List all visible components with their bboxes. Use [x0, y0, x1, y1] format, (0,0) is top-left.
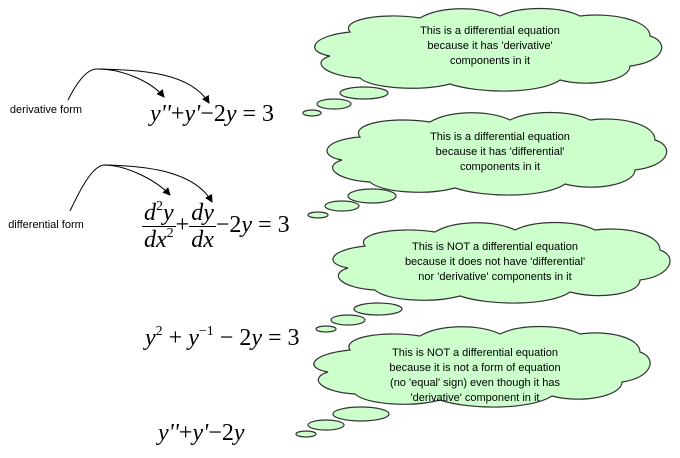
- cloud-4-line-2: because it is not a form of equation: [389, 362, 561, 374]
- eq2-num-d: d: [144, 200, 156, 226]
- thought-bubbles-2: [307, 188, 397, 219]
- eq4-term-y: y: [233, 420, 245, 446]
- cloud-4-line-3: (no 'equal' sign) even though it has: [390, 377, 560, 389]
- cloud-3-line-3: nor 'derivative' components in it: [418, 271, 572, 283]
- cloud-1-line-2: because it has 'derivative': [427, 40, 553, 52]
- eq4-coef: 2: [221, 420, 234, 446]
- eq2-plus: +: [175, 212, 190, 239]
- thought-bubbles-1: [302, 86, 389, 117]
- cloud-2-line-3: components in it: [459, 161, 541, 173]
- cloud-2-text: This is a differential equation because …: [390, 130, 610, 175]
- eq3-equals: =: [261, 325, 288, 351]
- cloud-3-line-2: because it does not have 'differential': [404, 256, 586, 268]
- eq2-num-y: y: [163, 200, 174, 226]
- eq2-frac2-den: dx: [191, 227, 214, 253]
- eq2-den-dx: dx: [144, 227, 167, 253]
- eq4-minus: −: [208, 420, 222, 446]
- eq2-rhs: 3: [277, 212, 290, 239]
- eq3-term-y: y: [145, 325, 156, 351]
- differential-form-label: differential form: [6, 218, 86, 232]
- expression-no-equal-sign: y''+y'−2y: [158, 420, 244, 447]
- eq1-coef: 2: [213, 101, 226, 127]
- differential-form-text: differential form: [8, 219, 84, 231]
- thought-cloud-3: [332, 221, 671, 304]
- eq3-sup-2: 2: [155, 324, 163, 339]
- equation-non-differential: y2 + y−1 − 2y = 3: [145, 325, 300, 352]
- eq1-rhs: 3: [262, 101, 275, 127]
- eq4-term-yp: y': [192, 420, 209, 446]
- eq2-frac2-num: dy: [191, 200, 214, 226]
- differential-form-arrows: [69, 164, 213, 212]
- derivative-form-label: derivative form: [6, 103, 86, 117]
- cloud-3-text: This is NOT a differential equation beca…: [370, 240, 620, 285]
- cloud-1-text: This is a differential equation because …: [380, 24, 600, 69]
- eq3-sup-neg1: −1: [198, 324, 214, 339]
- eq4-term-ypp: y'': [158, 420, 179, 446]
- equation-differential-form: d2y dx2 + dy dx −2y = 3: [142, 200, 290, 253]
- thought-cloud-4: [313, 325, 651, 408]
- eq4-plus: +: [178, 420, 193, 446]
- cloud-4-text: This is NOT a differential equation beca…: [360, 346, 590, 406]
- derivative-form-arrows: [67, 68, 210, 104]
- thought-bubbles-3: [315, 302, 403, 333]
- eq1-plus: +: [170, 101, 185, 127]
- equation-derivative-form: y''+y'−2y = 3: [150, 101, 274, 128]
- cloud-2-line-1: This is a differential equation: [430, 131, 570, 143]
- thought-bubbles-4: [295, 406, 390, 438]
- cloud-4-line-1: This is NOT a differential equation: [392, 347, 558, 359]
- eq2-num-sup: 2: [156, 199, 163, 214]
- eq3-plus: +: [168, 325, 183, 351]
- eq2-den-sup: 2: [166, 226, 174, 241]
- cloud-4-line-4: 'derivative' component in it: [410, 392, 540, 404]
- thought-cloud-2: [326, 111, 668, 196]
- cloud-1-line-1: This is a differential equation: [420, 25, 560, 37]
- eq3-term-y2: y: [251, 325, 262, 351]
- eq1-equals: =: [236, 101, 263, 127]
- cloud-1-line-3: components in it: [449, 55, 531, 67]
- eq1-term-ypp: y'': [150, 101, 171, 127]
- cloud-3-line-1: This is NOT a differential equation: [412, 241, 578, 253]
- eq1-term-yp: y': [184, 101, 201, 127]
- thought-cloud-1: [314, 7, 663, 92]
- eq2-minus: −: [215, 212, 230, 239]
- cloud-2-line-2: because it has 'differential': [435, 146, 565, 158]
- eq2-term-y: y: [241, 212, 253, 239]
- derivative-form-text: derivative form: [9, 104, 83, 116]
- eq1-term-y: y: [225, 101, 237, 127]
- eq2-coef: 2: [229, 212, 242, 239]
- eq3-rhs: 3: [287, 325, 300, 351]
- eq2-first-derivative-fraction: dy dx: [189, 200, 216, 253]
- eq1-minus: −: [200, 101, 214, 127]
- eq3-coef: 2: [239, 325, 252, 351]
- eq3-term-y-inv: y: [188, 325, 199, 351]
- eq2-equals: =: [252, 212, 278, 239]
- eq3-minus: −: [219, 325, 234, 351]
- eq2-second-derivative-fraction: d2y dx2: [142, 200, 176, 253]
